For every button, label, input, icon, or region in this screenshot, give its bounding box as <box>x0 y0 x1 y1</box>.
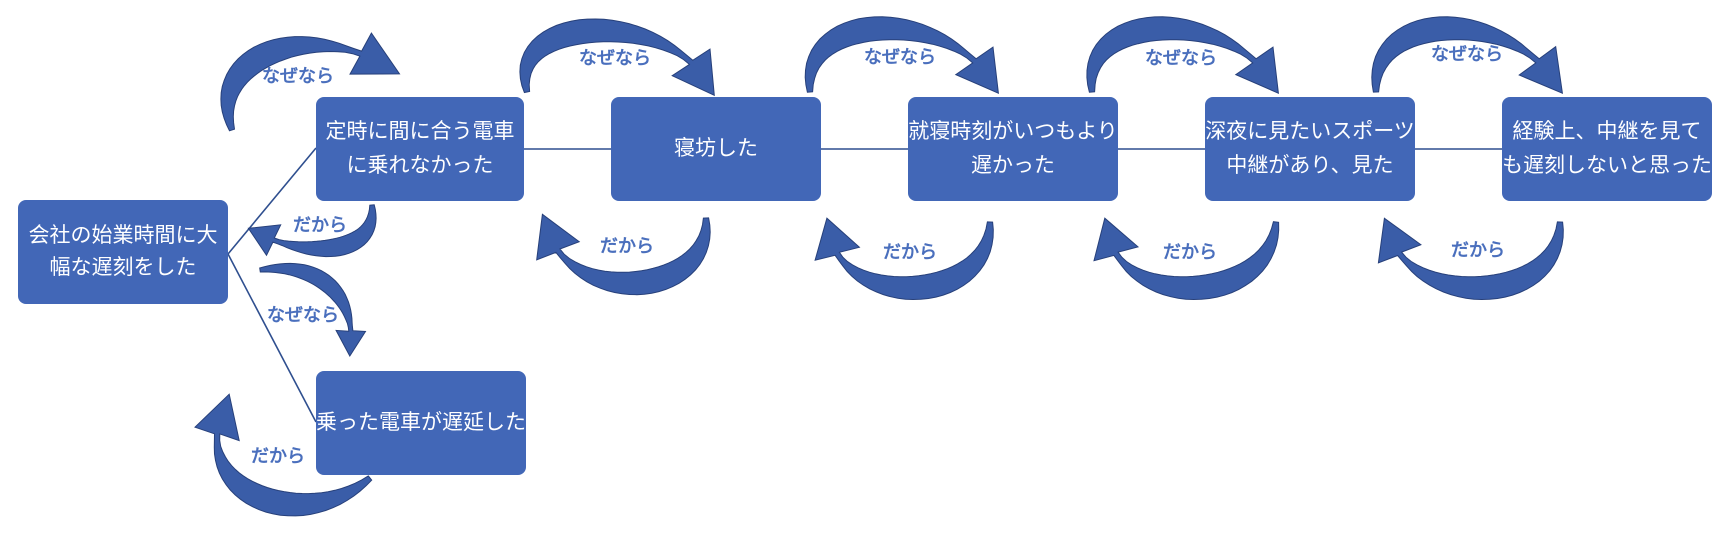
node-delay-line1: 乗った電車が遅延した <box>316 410 526 434</box>
label-why-1: なぜなら <box>262 66 334 87</box>
label-so-4: だから <box>883 242 937 263</box>
label-so-5: だから <box>1163 242 1217 263</box>
so-arrow-4 <box>814 217 994 301</box>
node-sports-line1: 深夜に見たいスポーツ <box>1205 119 1415 143</box>
so-arrow-6 <box>1377 217 1564 301</box>
node-sports: 深夜に見たいスポーツ 中継があり、見た <box>1205 97 1415 201</box>
why-arrow-5 <box>1086 16 1279 95</box>
labels: なぜなら だから なぜなら だから なぜなら だから なぜなら だから なぜなら… <box>251 44 1505 467</box>
node-belief: 経験上、中継を見て も遅刻しないと思った <box>1502 97 1712 201</box>
node-late-bed-line1: 就寝時刻がいつもより <box>908 119 1118 143</box>
node-late-bed-line2: 遅かった <box>971 153 1055 177</box>
node-train-line1: 定時に間に合う電車 <box>326 119 515 143</box>
label-why-2: なぜなら <box>267 305 339 326</box>
label-so-1: だから <box>293 215 347 236</box>
node-train: 定時に間に合う電車 に乗れなかった <box>316 97 524 201</box>
node-belief-line1: 経験上、中継を見て <box>1513 119 1702 143</box>
arrows <box>194 16 1564 517</box>
node-train-line2: に乗れなかった <box>347 153 494 177</box>
label-why-3: なぜなら <box>579 48 651 69</box>
node-sports-line2: 中継があり、見た <box>1226 153 1393 177</box>
so-arrow-1 <box>247 204 377 258</box>
node-oversleep-line1: 寝坊した <box>674 136 758 160</box>
label-why-6: なぜなら <box>1431 44 1503 65</box>
node-late-bed: 就寝時刻がいつもより 遅かった <box>908 97 1118 201</box>
why-arrow-6 <box>1371 16 1564 95</box>
label-so-6: だから <box>1451 240 1505 261</box>
node-root-line1: 会社の始業時間に大 <box>29 223 218 247</box>
label-why-4: なぜなら <box>864 47 936 68</box>
so-arrow-5 <box>1093 217 1280 301</box>
why-arrow-4 <box>804 16 999 95</box>
so-arrow-3 <box>536 213 711 296</box>
label-so-2: だから <box>251 446 305 467</box>
connector-root-delay <box>227 253 317 423</box>
node-belief-line2: も遅刻しないと思った <box>1502 153 1712 177</box>
so-arrow-2 <box>194 393 373 517</box>
node-root-line2: 幅な遅刻をした <box>50 255 197 279</box>
node-oversleep: 寝坊した <box>611 97 821 201</box>
connector-root-train <box>227 147 317 255</box>
why-arrow-2 <box>259 262 367 357</box>
why-arrow-3 <box>519 18 715 97</box>
label-why-5: なぜなら <box>1145 48 1217 69</box>
node-delay: 乗った電車が遅延した <box>316 371 526 475</box>
connectors <box>227 147 1502 423</box>
node-root: 会社の始業時間に大 幅な遅刻をした <box>18 200 228 304</box>
why-arrow-1 <box>220 32 401 132</box>
label-so-3: だから <box>600 236 654 257</box>
